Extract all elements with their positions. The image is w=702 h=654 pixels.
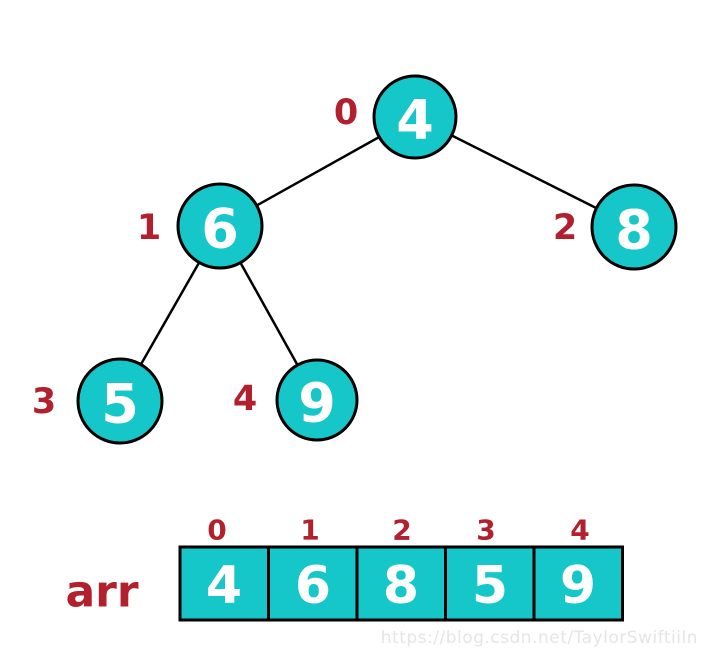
array-cell-4	[532, 545, 624, 622]
array-index-label-4: 4	[570, 514, 589, 547]
tree-node-circle-3	[76, 357, 164, 445]
tree-node-value-1: 6	[201, 198, 239, 261]
tree-index-label-1: 1	[137, 208, 161, 248]
array-cell-3	[444, 545, 536, 622]
tree-node-circle-2	[590, 183, 678, 271]
tree-node-value-4: 9	[298, 372, 336, 435]
array-cell-1	[267, 545, 359, 622]
tree-node-circle-1	[176, 182, 264, 270]
tree-node-value-3: 5	[101, 373, 139, 436]
array-value-4: 9	[560, 556, 596, 616]
array-value-1: 6	[295, 556, 331, 616]
watermark-url: https://blog.csdn.net/TaylorSwiftiiln	[380, 628, 698, 648]
array-index-label-2: 2	[392, 514, 411, 547]
array-value-0: 4	[206, 556, 242, 616]
array-value-3: 5	[472, 556, 508, 616]
array-value-2: 8	[383, 556, 419, 616]
tree-index-label-2: 2	[553, 208, 577, 248]
array-cell-2	[355, 545, 447, 622]
array-cell-0	[178, 545, 270, 622]
tree-index-label-4: 4	[233, 379, 257, 419]
tree-node-circle-4	[275, 358, 359, 442]
tree-node-value-2: 8	[615, 199, 653, 262]
tree-node-circle-0	[372, 74, 458, 160]
tree-node-value-0: 4	[396, 89, 434, 152]
tree-index-label-3: 3	[32, 382, 56, 422]
array-index-label-0: 0	[207, 514, 226, 547]
tree-index-label-0: 0	[334, 93, 358, 133]
array-index-label-3: 3	[476, 514, 495, 547]
array-index-label-1: 1	[300, 514, 319, 547]
array-name-label: arr	[65, 567, 138, 618]
